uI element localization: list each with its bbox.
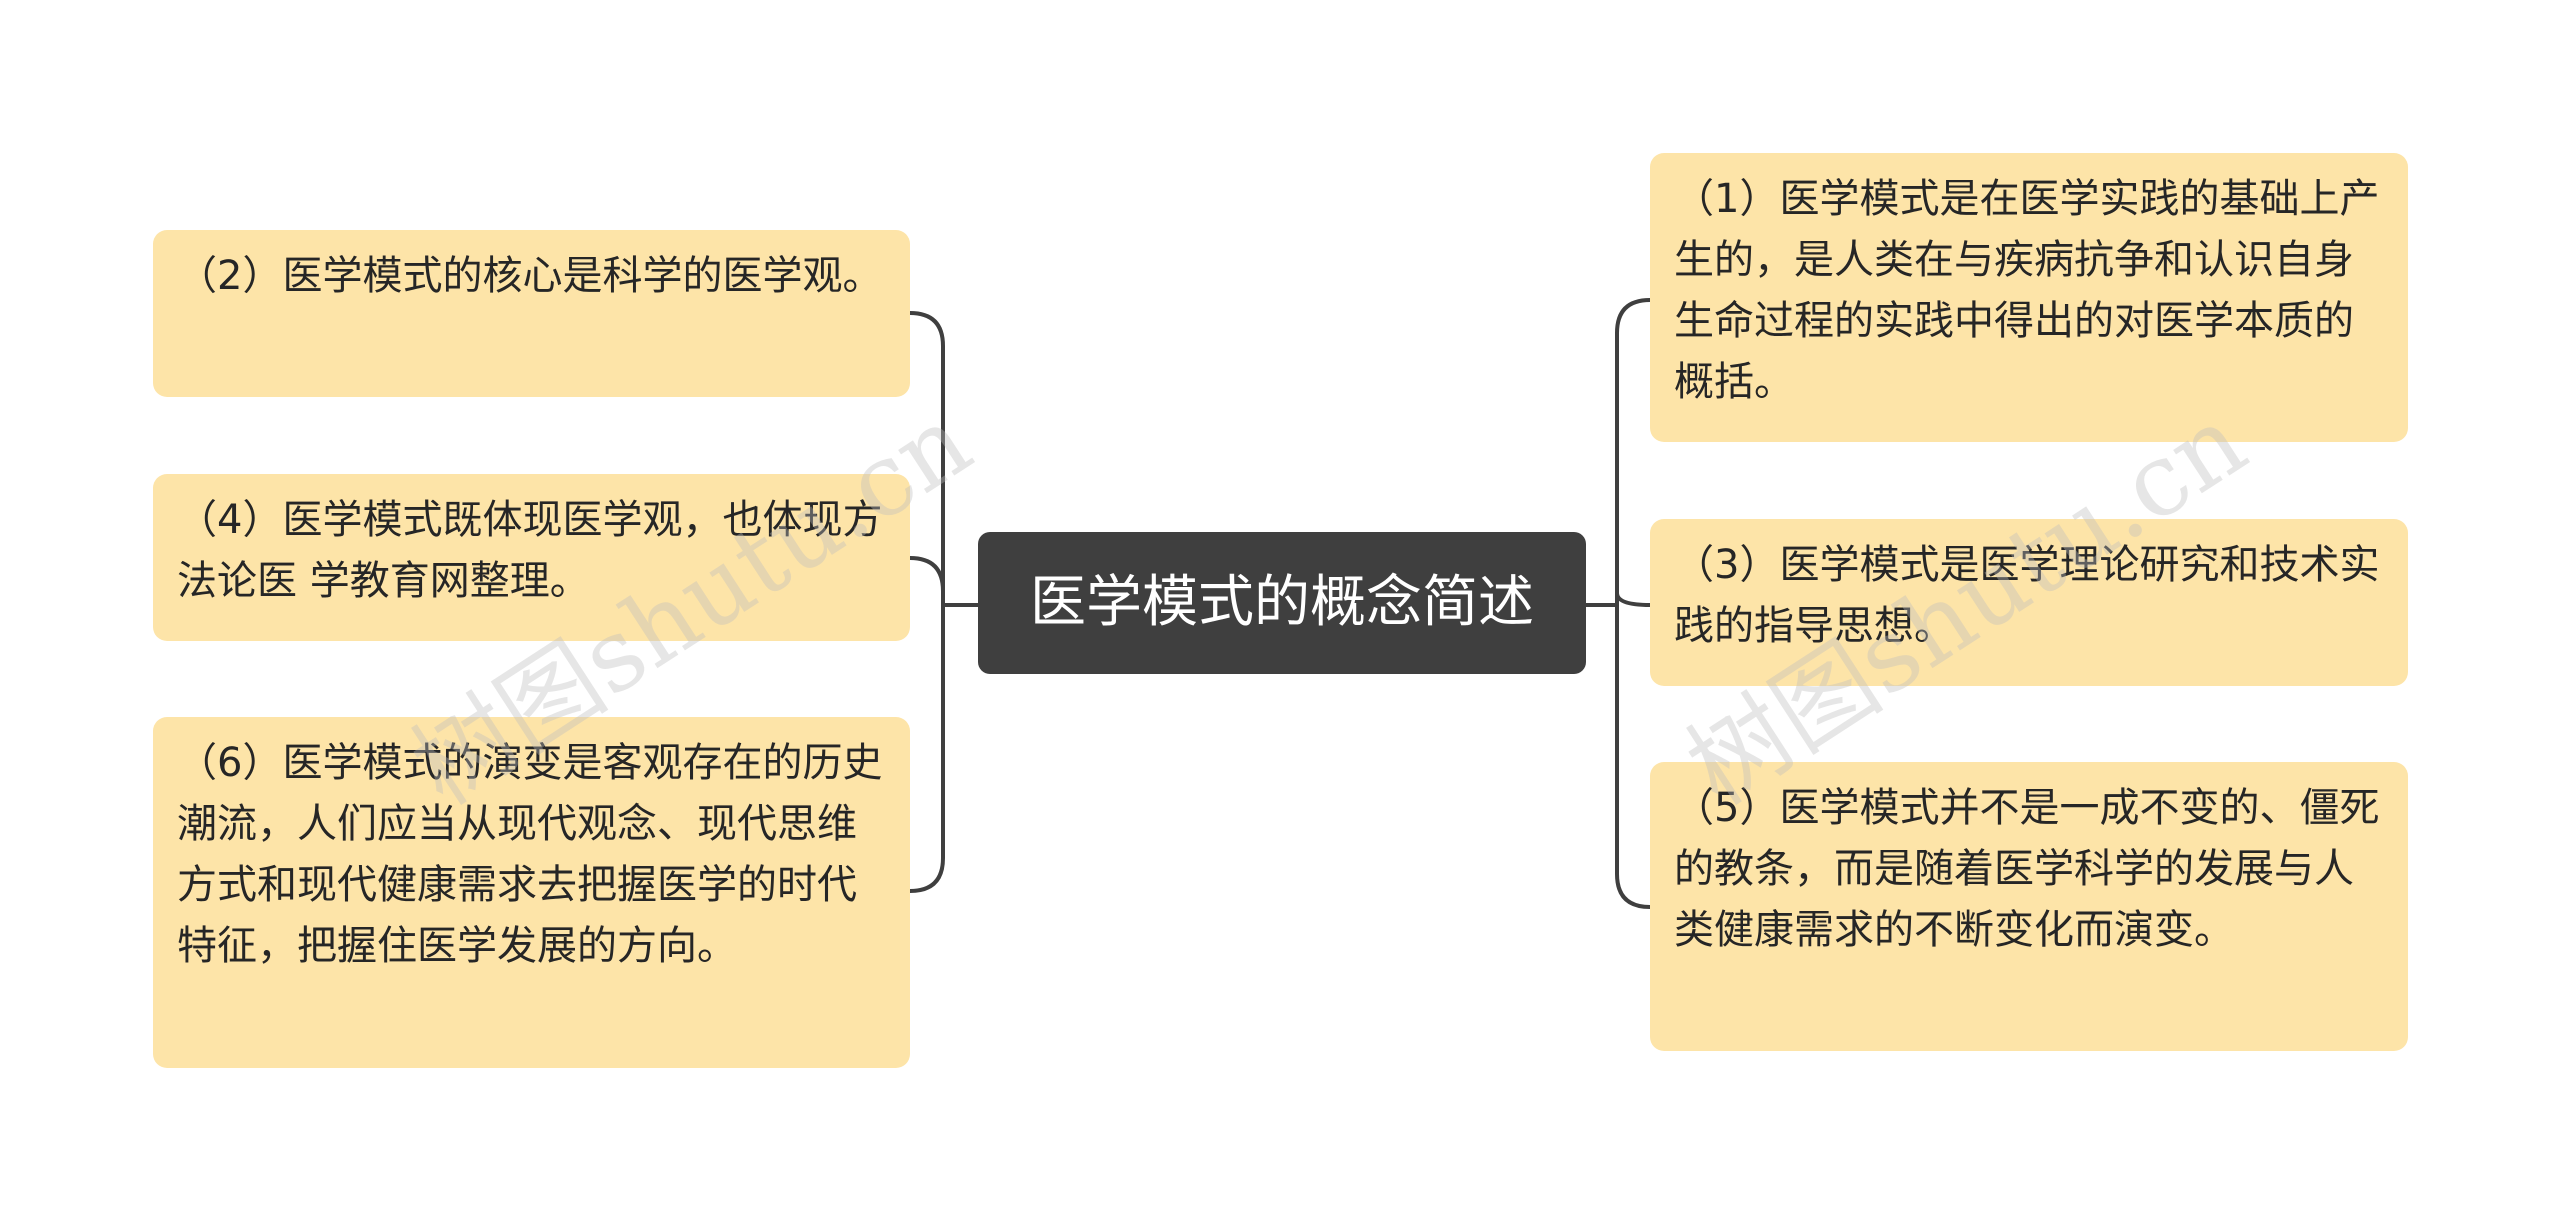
topic-node-label: （1）医学模式是在医学实践的基础上产生的，是人类在与疾病抗争和认识自身生命过程的… <box>1674 176 2380 405</box>
topic-node-5[interactable]: （5）医学模式并不是一成不变的、僵死的教条，而是随着医学科学的发展与人类健康需求… <box>1650 762 2408 1051</box>
topic-node-4[interactable]: （4）医学模式既体现医学观，也体现方法论医 学教育网整理。 <box>153 474 910 641</box>
central-topic-label: 医学模式的概念简述 <box>1030 570 1534 635</box>
connector-left <box>908 311 980 893</box>
connector-right <box>1584 298 1652 909</box>
topic-node-label: （4）医学模式既体现医学观，也体现方法论医 学教育网整理。 <box>177 497 883 604</box>
topic-node-label: （3）医学模式是医学理论研究和技术实践的指导思想。 <box>1674 542 2380 649</box>
topic-node-6[interactable]: （6）医学模式的演变是客观存在的历史潮流，人们应当从现代观念、现代思维方式和现代… <box>153 717 910 1068</box>
topic-node-label: （2）医学模式的核心是科学的医学观。 <box>177 253 883 299</box>
topic-node-2[interactable]: （2）医学模式的核心是科学的医学观。 <box>153 230 910 397</box>
topic-node-3[interactable]: （3）医学模式是医学理论研究和技术实践的指导思想。 <box>1650 519 2408 686</box>
topic-node-label: （6）医学模式的演变是客观存在的历史潮流，人们应当从现代观念、现代思维方式和现代… <box>177 740 883 969</box>
topic-node-1[interactable]: （1）医学模式是在医学实践的基础上产生的，是人类在与疾病抗争和认识自身生命过程的… <box>1650 153 2408 442</box>
central-topic[interactable]: 医学模式的概念简述 <box>978 532 1586 674</box>
topic-node-label: （5）医学模式并不是一成不变的、僵死的教条，而是随着医学科学的发展与人类健康需求… <box>1674 785 2380 953</box>
